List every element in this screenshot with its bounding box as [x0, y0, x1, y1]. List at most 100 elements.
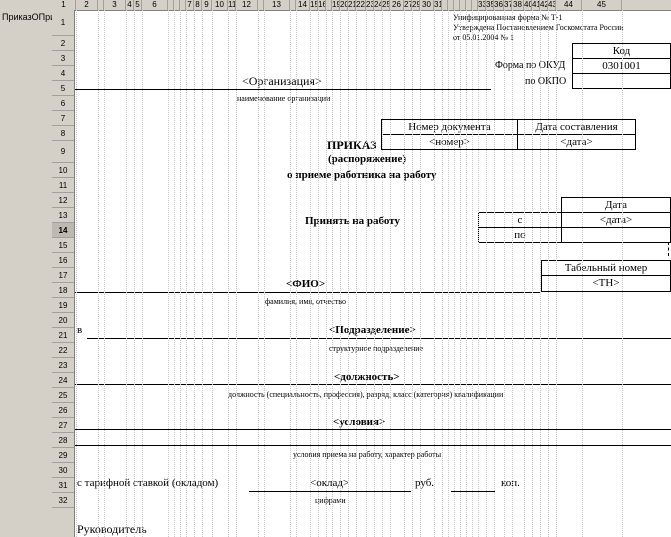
sheet-grid[interactable]: Унифицированная форма № Т-1 Утверждена П… — [75, 10, 671, 537]
row-header[interactable]: 10 — [52, 163, 74, 178]
column-header[interactable] — [98, 0, 104, 10]
column-header[interactable]: 30 — [420, 0, 434, 10]
salary-placeholder[interactable]: <оклад> — [310, 477, 350, 489]
column-header[interactable]: 8 — [194, 0, 202, 10]
column-header[interactable]: 14 — [296, 0, 310, 10]
column-header[interactable]: 23 — [366, 0, 374, 10]
row-header[interactable]: 32 — [52, 493, 74, 508]
column-header[interactable]: 29 — [412, 0, 420, 10]
column-header[interactable]: 41 — [532, 0, 540, 10]
row-header[interactable]: 20 — [52, 313, 74, 328]
row-header[interactable]: 26 — [52, 403, 74, 418]
column-header[interactable]: 10 — [212, 0, 228, 10]
column-header[interactable]: 4 — [126, 0, 134, 10]
column-header[interactable]: 2 — [76, 0, 98, 10]
row-header[interactable]: 12 — [52, 193, 74, 208]
column-header[interactable]: 40 — [524, 0, 532, 10]
row-header[interactable]: 5 — [52, 81, 74, 96]
column-header[interactable]: 16 — [318, 0, 326, 10]
column-header[interactable]: 5 — [134, 0, 142, 10]
column-header[interactable]: 11 — [228, 0, 236, 10]
row-header[interactable]: 15 — [52, 238, 74, 253]
to-date-cell[interactable] — [561, 227, 671, 243]
column-header[interactable]: 9 — [202, 0, 212, 10]
row-header[interactable]: 4 — [52, 66, 74, 81]
column-header[interactable] — [258, 0, 264, 10]
conditions-caption: условия приема на работу, характер работ… — [293, 450, 442, 459]
column-header[interactable]: 6 — [142, 0, 168, 10]
column-header[interactable]: 27 — [404, 0, 412, 10]
row-header[interactable]: 3 — [52, 51, 74, 66]
doc-date-cell[interactable]: <дата> — [517, 134, 636, 150]
column-header[interactable]: 24 — [374, 0, 382, 10]
column-header[interactable] — [454, 0, 460, 10]
column-header[interactable] — [472, 0, 478, 10]
column-header[interactable]: 7 — [186, 0, 194, 10]
column-header[interactable]: 20 — [340, 0, 348, 10]
conditions-placeholder[interactable]: <условия> — [333, 416, 386, 428]
column-header[interactable]: 21 — [348, 0, 356, 10]
row-header[interactable]: 28 — [52, 433, 74, 448]
row-header[interactable]: 17 — [52, 268, 74, 283]
column-header[interactable]: 19 — [332, 0, 340, 10]
column-header[interactable] — [174, 0, 180, 10]
row-header[interactable]: 31 — [52, 478, 74, 493]
column-header[interactable]: 31 — [434, 0, 442, 10]
column-header[interactable] — [290, 0, 296, 10]
row-header[interactable]: 23 — [52, 358, 74, 373]
row-header[interactable]: 7 — [52, 111, 74, 126]
column-header[interactable] — [460, 0, 466, 10]
row-header[interactable]: 25 — [52, 388, 74, 403]
column-header[interactable]: 12 — [236, 0, 258, 10]
from-date-cell[interactable]: <дата> — [561, 212, 671, 228]
row-header[interactable]: 6 — [52, 96, 74, 111]
row-header[interactable]: 2 — [52, 36, 74, 51]
row-header[interactable]: 13 — [52, 208, 74, 223]
row-header[interactable]: 9 — [52, 141, 74, 163]
org-placeholder[interactable]: <Организация> — [242, 74, 322, 88]
column-header[interactable]: 3 — [104, 0, 126, 10]
row-header[interactable]: 1 — [52, 10, 74, 36]
grid-column-line — [504, 10, 505, 537]
column-header[interactable]: 44 — [556, 0, 582, 10]
column-header-bar[interactable]: 1234567891011121314151619202122232425262… — [52, 0, 671, 11]
sheet-group-label[interactable]: ПриказОПри — [2, 12, 52, 22]
column-header[interactable] — [466, 0, 472, 10]
column-header[interactable]: 42 — [540, 0, 548, 10]
column-header[interactable]: 43 — [548, 0, 556, 10]
column-header[interactable]: 15 — [310, 0, 318, 10]
row-header[interactable]: 27 — [52, 418, 74, 433]
tab-number-cell[interactable]: <ТН> — [541, 275, 671, 292]
column-header[interactable] — [326, 0, 332, 10]
row-header[interactable]: 21 — [52, 328, 74, 343]
row-header[interactable]: 16 — [52, 253, 74, 268]
row-header[interactable]: 14 — [52, 223, 74, 238]
column-header[interactable]: 45 — [582, 0, 622, 10]
column-header[interactable] — [180, 0, 186, 10]
row-header[interactable]: 22 — [52, 343, 74, 358]
column-header[interactable]: 13 — [264, 0, 290, 10]
fio-placeholder[interactable]: <ФИО> — [286, 278, 326, 290]
column-header[interactable] — [442, 0, 448, 10]
column-header[interactable]: 35 — [486, 0, 494, 10]
column-header[interactable]: 36 — [494, 0, 504, 10]
doc-number-cell[interactable]: <номер> — [381, 134, 518, 150]
column-header[interactable]: 1 — [52, 0, 76, 10]
dept-placeholder[interactable]: <Подразделение> — [329, 324, 416, 336]
column-header[interactable]: 37 — [504, 0, 512, 10]
column-header[interactable]: 26 — [390, 0, 404, 10]
column-header[interactable]: 25 — [382, 0, 390, 10]
row-header[interactable]: 29 — [52, 448, 74, 463]
column-header[interactable]: 38 — [512, 0, 524, 10]
row-header[interactable]: 18 — [52, 283, 74, 298]
row-header[interactable]: 24 — [52, 373, 74, 388]
column-header[interactable]: 33 — [478, 0, 486, 10]
row-header[interactable]: 19 — [52, 298, 74, 313]
column-header[interactable] — [168, 0, 174, 10]
row-header[interactable]: 30 — [52, 463, 74, 478]
column-header[interactable] — [448, 0, 454, 10]
column-header[interactable]: 22 — [356, 0, 366, 10]
row-header[interactable]: 8 — [52, 126, 74, 141]
row-header[interactable]: 11 — [52, 178, 74, 193]
